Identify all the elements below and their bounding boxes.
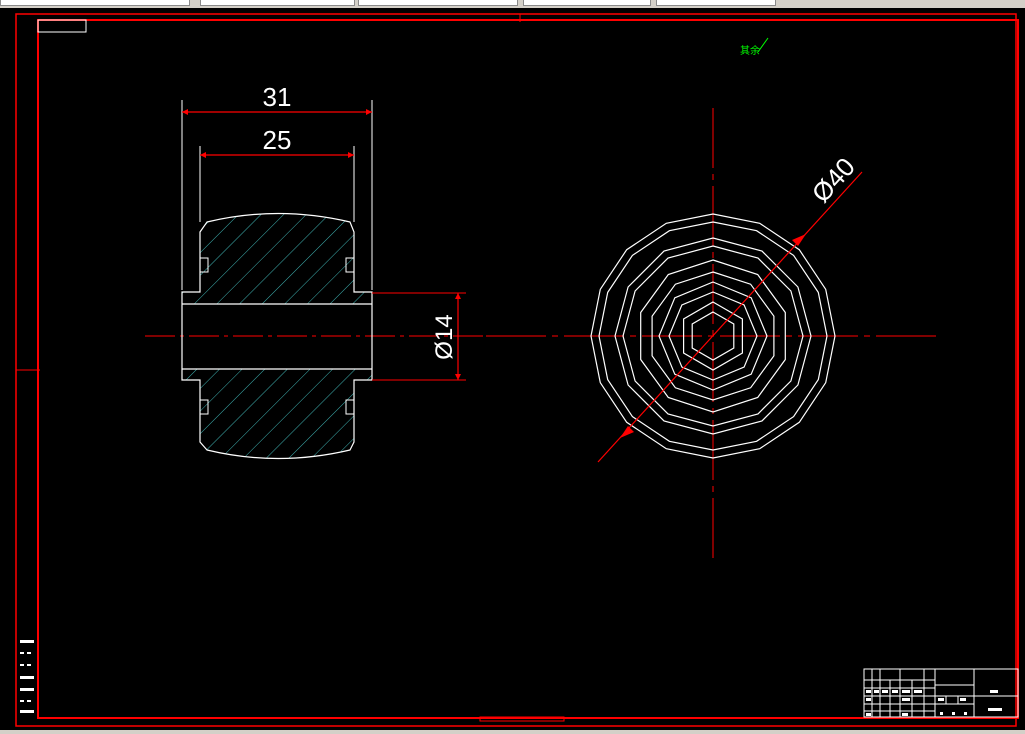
wheel-outline xyxy=(181,212,373,460)
ring-10 xyxy=(691,311,735,361)
ring-6 xyxy=(651,271,775,401)
toolbar-field-1[interactable] xyxy=(0,0,190,6)
drawing-frame xyxy=(15,13,1019,727)
ring-1 xyxy=(590,213,836,459)
lower-hatch xyxy=(182,369,372,459)
grooves xyxy=(200,257,354,415)
drawing-canvas[interactable]: 其余 xyxy=(0,8,1025,730)
ring-2 xyxy=(598,221,828,451)
dim-25-label: 25 xyxy=(263,125,292,155)
surface-note: 其余 xyxy=(740,37,769,57)
dim-overall-width[interactable]: 31 xyxy=(181,82,373,290)
title-block xyxy=(863,668,1019,718)
upper-hatch xyxy=(182,213,372,304)
toolbar-field-4[interactable] xyxy=(523,0,651,6)
ring-5 xyxy=(640,259,786,413)
ring-4 xyxy=(622,245,804,427)
margin-stamp xyxy=(20,640,34,713)
dim-14-label: Ø14 xyxy=(431,314,458,359)
dim-31-label: 31 xyxy=(263,82,292,112)
end-view[interactable]: Ø40 xyxy=(486,108,940,562)
ring-8 xyxy=(668,291,758,381)
dim-40-label: Ø40 xyxy=(806,152,861,209)
toolbar-field-2[interactable] xyxy=(200,0,355,6)
ring-7 xyxy=(658,281,768,391)
concentric-rings xyxy=(590,213,836,459)
status-bar xyxy=(0,730,1025,734)
section-view[interactable]: 31 25 Ø14 xyxy=(145,82,490,460)
dim-inner-width[interactable]: 25 xyxy=(199,125,355,222)
bottom-ruler xyxy=(479,716,565,722)
dim-bore-diameter[interactable]: Ø14 xyxy=(372,292,466,381)
ring-9 xyxy=(682,301,744,371)
toolbar-field-5[interactable] xyxy=(656,0,776,6)
note-text: 其余 xyxy=(740,44,760,57)
dim-outer-diameter[interactable]: Ø40 xyxy=(597,152,863,463)
ring-3 xyxy=(614,237,812,435)
toolbar-strip xyxy=(0,0,1025,8)
toolbar-field-3[interactable] xyxy=(358,0,518,6)
